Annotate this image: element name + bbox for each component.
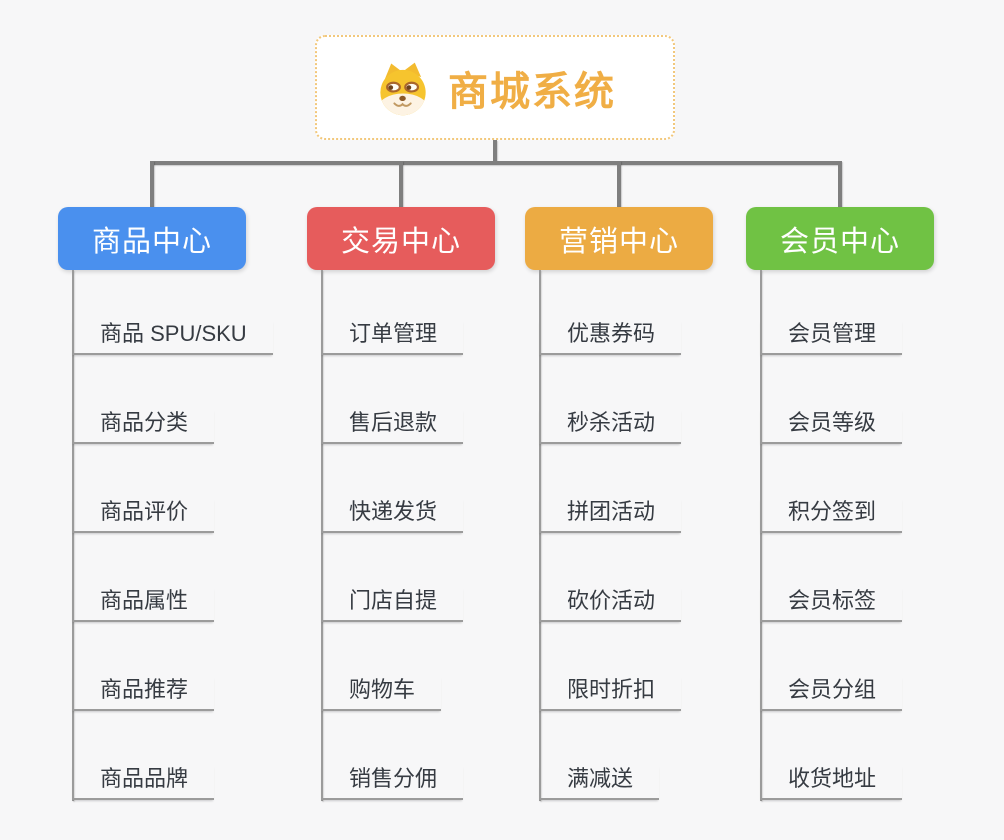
- child-node[interactable]: 门店自提: [321, 587, 464, 622]
- child-node[interactable]: 商品推荐: [72, 676, 215, 711]
- child-node[interactable]: 会员分组: [760, 676, 903, 711]
- child-node[interactable]: 限时折扣: [539, 676, 682, 711]
- child-node[interactable]: 秒杀活动: [539, 409, 682, 444]
- child-node[interactable]: 收货地址: [760, 765, 903, 800]
- child-node[interactable]: 会员标签: [760, 587, 903, 622]
- child-node[interactable]: 积分签到: [760, 498, 903, 533]
- child-node[interactable]: 商品属性: [72, 587, 215, 622]
- root-node[interactable]: 商城系统: [315, 35, 675, 140]
- root-title: 商城系统: [448, 69, 616, 114]
- branch-member-center[interactable]: 会员中心: [746, 207, 934, 270]
- child-node[interactable]: 售后退款: [321, 409, 464, 444]
- child-node[interactable]: 商品评价: [72, 498, 215, 533]
- child-node[interactable]: 购物车: [321, 676, 442, 711]
- connector-drop-trade: [399, 161, 403, 207]
- child-node[interactable]: 商品分类: [72, 409, 215, 444]
- branch-product-center[interactable]: 商品中心: [58, 207, 246, 270]
- branch-marketing-center[interactable]: 营销中心: [525, 207, 713, 270]
- trunk-line-product: [72, 270, 74, 801]
- child-node[interactable]: 快递发货: [321, 498, 464, 533]
- child-node[interactable]: 优惠券码: [539, 320, 682, 355]
- connector-root-drop: [493, 140, 497, 163]
- child-node[interactable]: 会员等级: [760, 409, 903, 444]
- child-node[interactable]: 拼团活动: [539, 498, 682, 533]
- child-node[interactable]: 商品 SPU/SKU: [72, 320, 273, 355]
- connector-drop-marketing: [617, 161, 621, 207]
- trunk-line-marketing: [539, 270, 541, 801]
- connector-drop-product: [150, 161, 154, 207]
- child-node[interactable]: 会员管理: [760, 320, 903, 355]
- child-node[interactable]: 订单管理: [321, 320, 464, 355]
- child-node[interactable]: 销售分佣: [321, 765, 464, 800]
- connector-horizontal: [150, 161, 840, 165]
- doge-face-icon: [380, 62, 426, 115]
- connector-drop-member: [838, 161, 842, 207]
- trunk-line-trade: [321, 270, 323, 801]
- child-node[interactable]: 满减送: [539, 765, 660, 800]
- branch-trade-center[interactable]: 交易中心: [307, 207, 495, 270]
- child-node[interactable]: 砍价活动: [539, 587, 682, 622]
- trunk-line-member: [760, 270, 762, 801]
- child-node[interactable]: 商品品牌: [72, 765, 215, 800]
